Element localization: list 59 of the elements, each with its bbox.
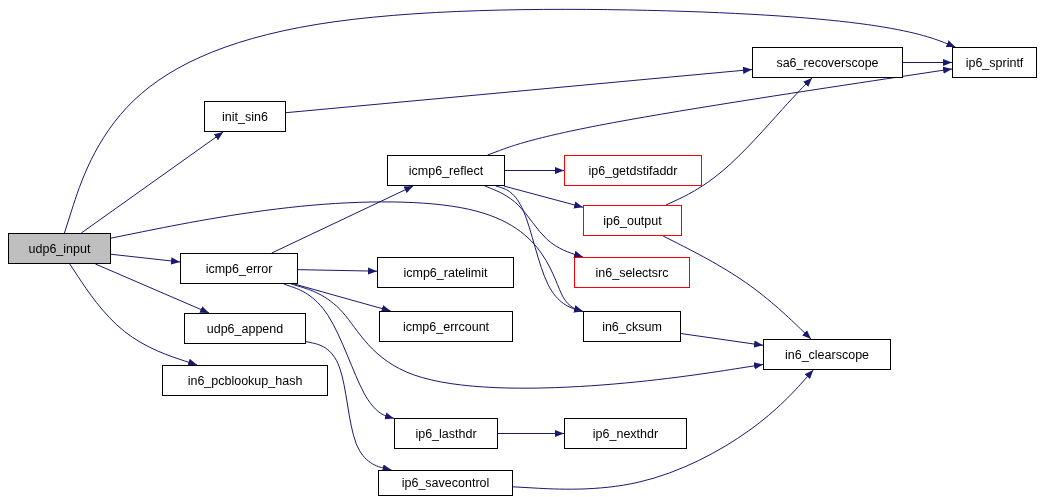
- function-name: ip6_savecontrol: [401, 476, 490, 490]
- function-box: [394, 418, 498, 449]
- arrow: [484, 185, 584, 258]
- arrow: [69, 263, 198, 366]
- function-box: [377, 257, 514, 288]
- function-box: [564, 418, 687, 449]
- arrow: [110, 201, 584, 313]
- arrow: [665, 77, 813, 206]
- function-box: [8, 233, 111, 264]
- arrow: [662, 235, 812, 340]
- arrow: [63, 8, 956, 234]
- arrow: [497, 429, 565, 438]
- function-box: [574, 257, 690, 288]
- arrow: [297, 267, 378, 275]
- function-name: udp6_append: [206, 321, 284, 336]
- function-box: [162, 365, 328, 396]
- function-name: ip6_output: [603, 213, 662, 228]
- function-name: icmp6_error: [205, 261, 273, 276]
- function-name: in6_pcblookup_hash: [187, 373, 303, 388]
- function-name: in6_cksum: [602, 319, 662, 334]
- function-name: init_sin6: [222, 109, 268, 124]
- function-name: icmp6_ratelimit: [403, 265, 488, 280]
- function-name: in6_clearscope: [784, 347, 870, 362]
- function-box: [387, 155, 505, 186]
- arrow: [512, 369, 814, 490]
- function-name: ip6_getdstifaddr: [588, 163, 678, 178]
- arrow: [503, 185, 584, 209]
- function-box: [583, 311, 681, 342]
- function-name: ip6_sprintf: [965, 55, 1024, 70]
- function-box: [379, 311, 513, 342]
- function-name: udp6_input: [28, 241, 91, 256]
- arrow: [487, 66, 953, 156]
- arrow: [285, 66, 753, 114]
- arrow: [110, 253, 181, 265]
- function-box: [952, 47, 1037, 78]
- arrow: [902, 58, 953, 67]
- function-box: [180, 253, 298, 284]
- function-name: in6_selectsrc: [595, 265, 669, 280]
- arrow: [495, 185, 584, 313]
- arrow: [504, 166, 565, 175]
- function-box: [583, 205, 682, 236]
- function-name: sa6_recoverscope: [776, 55, 879, 70]
- function-box: [752, 47, 903, 78]
- function-box: [378, 470, 513, 496]
- arrow: [271, 185, 414, 254]
- arrow: [680, 333, 764, 348]
- function-box: [763, 339, 891, 370]
- function-name: ip6_nexthdr: [592, 426, 659, 441]
- function-box: [184, 313, 306, 344]
- function-name: icmp6_reflect: [408, 163, 484, 178]
- arrow: [305, 341, 392, 472]
- arrow: [80, 131, 224, 234]
- function-box: [564, 155, 702, 186]
- function-name: icmp6_errcount: [402, 319, 490, 334]
- function-box: [204, 101, 286, 132]
- function-name: ip6_lasthdr: [415, 426, 477, 441]
- arrow: [94, 263, 210, 314]
- arrow: [283, 283, 395, 420]
- arrow: [290, 283, 764, 389]
